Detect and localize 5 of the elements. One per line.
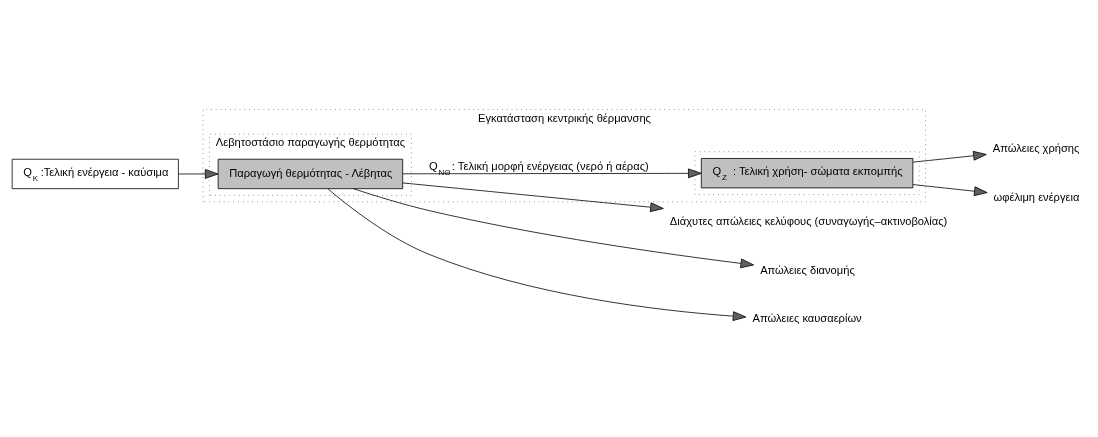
node-text: Απώλειες διανομής xyxy=(760,263,855,276)
node-text: Απώλειες καυσαερίων xyxy=(752,312,862,325)
node-text: Διάχυτες απώλειες κελύφους (συναγωγής–ακτινοβολίας) xyxy=(669,215,948,228)
node-text: ωφέλιμη ενέργεια xyxy=(993,190,1080,203)
node-text: Απώλειες χρήσης xyxy=(992,142,1080,155)
